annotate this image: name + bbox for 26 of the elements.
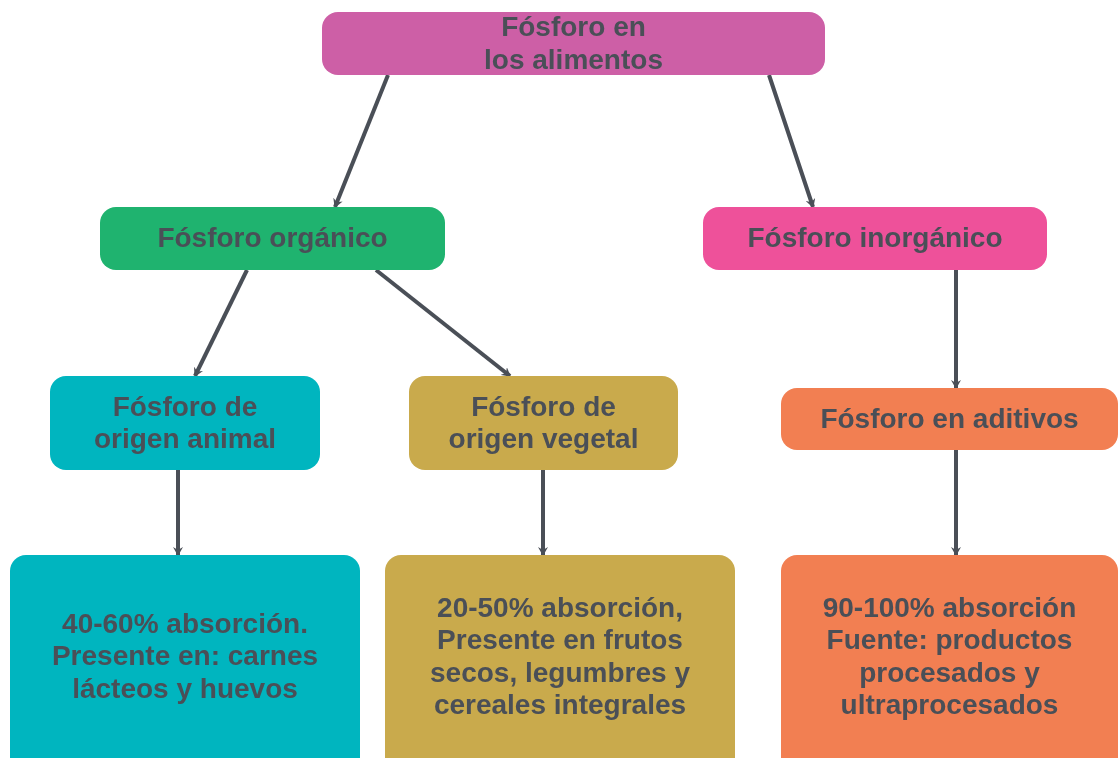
box-label: 40-60% absorción. Presente en: carnes lácteos y huevos: [50, 608, 320, 705]
arrow: [538, 470, 548, 556]
process-box: [322, 12, 825, 75]
process-box: [703, 207, 1047, 270]
arrow: [951, 270, 961, 389]
box-label: 20-50% absorción, Presente en frutos secos, legumbres y cereales integrales: [429, 592, 691, 721]
process-box: [100, 207, 445, 270]
arrow: [173, 470, 183, 556]
process-box: [50, 376, 320, 470]
box-label: Fósforo de origen animal: [92, 390, 277, 456]
box-label: Fósforo orgánico: [157, 222, 388, 255]
process-box: [781, 388, 1118, 450]
process-box: [781, 555, 1118, 758]
arrow: [333, 74, 390, 208]
arrow: [193, 269, 249, 377]
arrow: [374, 268, 512, 378]
process-box: [10, 555, 360, 758]
arrow: [951, 450, 961, 556]
process-box: [385, 555, 735, 758]
box-label: 90-100% absorción Fuente: productos procesados y ultraprocesados: [821, 592, 1078, 721]
box-label: Fósforo inorgánico: [747, 222, 1003, 255]
box-label: Fósforo en los alimentos: [483, 11, 664, 76]
box-label: Fósforo en aditivos: [820, 402, 1079, 436]
arrow: [767, 74, 816, 208]
process-box: [409, 376, 678, 470]
box-label: Fósforo de origen vegetal: [447, 390, 640, 456]
